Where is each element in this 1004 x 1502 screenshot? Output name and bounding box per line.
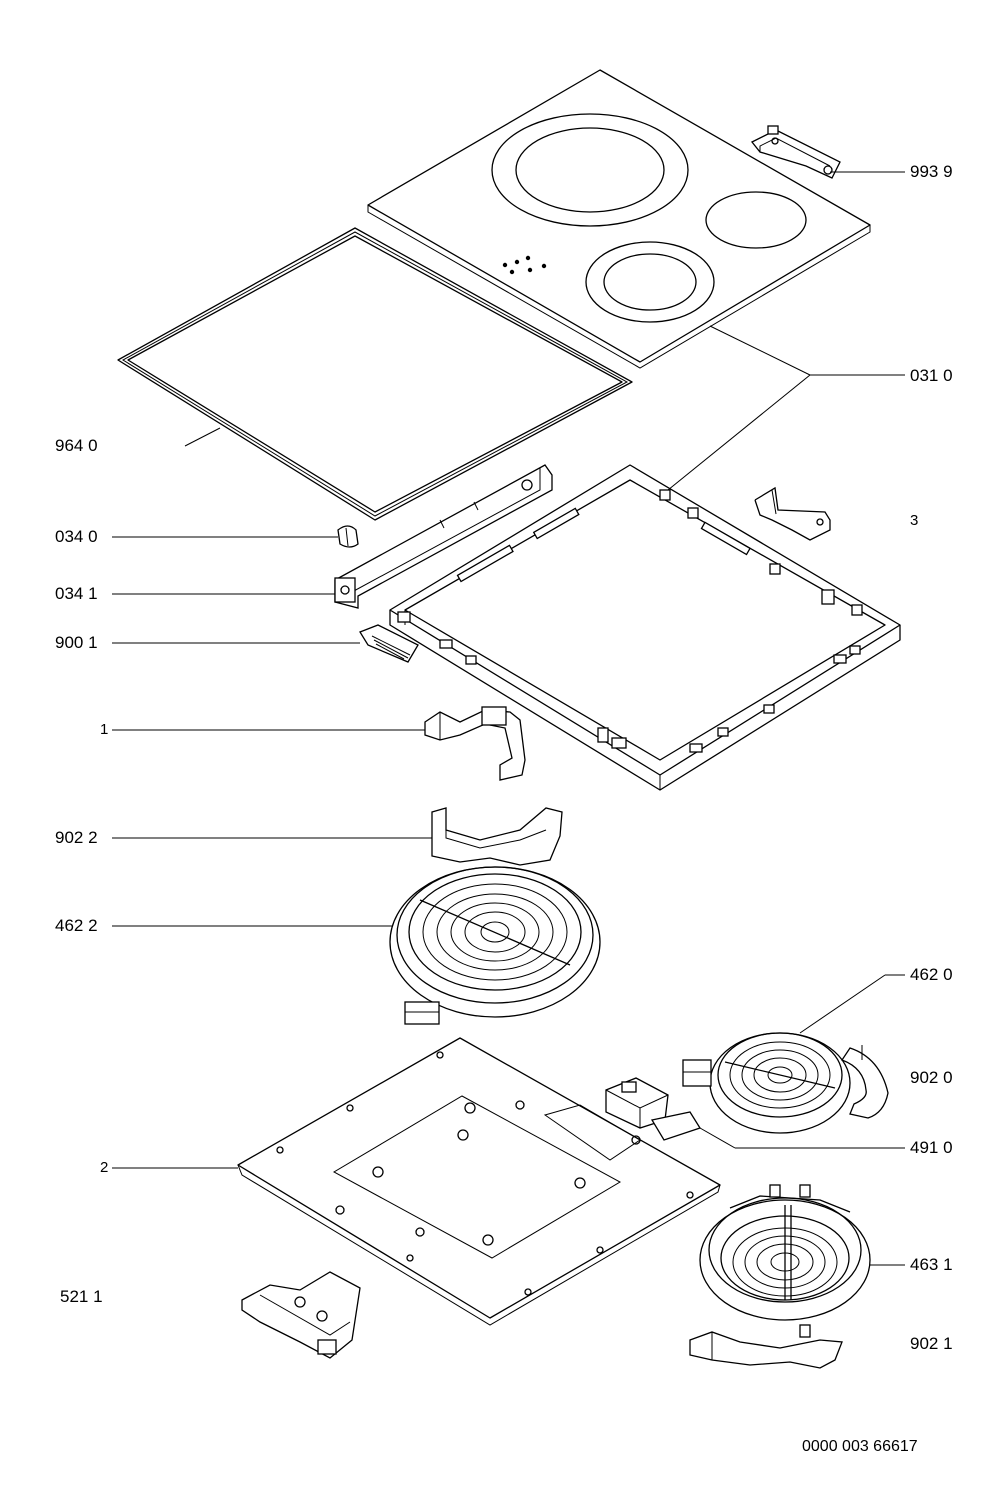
heater-bracket-902-0 [841, 1045, 889, 1119]
radiant-heater-462-2 [389, 866, 601, 1025]
leader-lines [112, 171, 905, 1266]
mounting-bracket-3 [754, 486, 831, 541]
label-902-2: 902 2 [55, 828, 98, 847]
terminal-block [359, 624, 419, 663]
label-462-2: 462 2 [55, 916, 98, 935]
ceramic-glass-top [367, 69, 871, 369]
radiant-heater-463-1 [699, 1184, 871, 1321]
heater-bracket-902-2 [431, 807, 563, 866]
label-491-0: 491 0 [910, 1138, 953, 1157]
mounting-bracket-1 [424, 706, 526, 781]
heater-bracket-902-1 [689, 1324, 843, 1369]
label-034-1: 034 1 [55, 584, 98, 603]
label-462-0: 462 0 [910, 965, 953, 984]
label-2: 2 [100, 1159, 109, 1176]
control-marks [502, 255, 547, 275]
support-frame [389, 464, 901, 791]
control-switch-unit [241, 1271, 361, 1359]
frame-slots [397, 489, 863, 753]
radiant-heater-462-0 [682, 1032, 851, 1134]
label-993-9: 993 9 [910, 162, 953, 181]
seal-gasket [117, 227, 633, 521]
document-reference-number: 0000 003 66617 [802, 1438, 918, 1455]
label-1: 1 [100, 721, 109, 738]
side-rail-bracket [334, 464, 553, 609]
label-3: 3 [910, 512, 919, 529]
temperature-limiter [605, 1077, 701, 1141]
label-964-0: 964 0 [55, 436, 98, 455]
base-tray [237, 1037, 721, 1326]
trim-clip-part [750, 125, 841, 179]
label-902-1: 902 1 [910, 1334, 953, 1353]
label-463-1: 463 1 [910, 1255, 953, 1274]
label-031-0: 031 0 [910, 366, 953, 385]
tray-holes [276, 1051, 694, 1296]
label-900-1: 900 1 [55, 633, 98, 652]
retaining-clip [337, 525, 359, 548]
label-521-1: 521 1 [60, 1287, 103, 1306]
label-034-0: 034 0 [55, 527, 98, 546]
label-902-0: 902 0 [910, 1068, 953, 1087]
